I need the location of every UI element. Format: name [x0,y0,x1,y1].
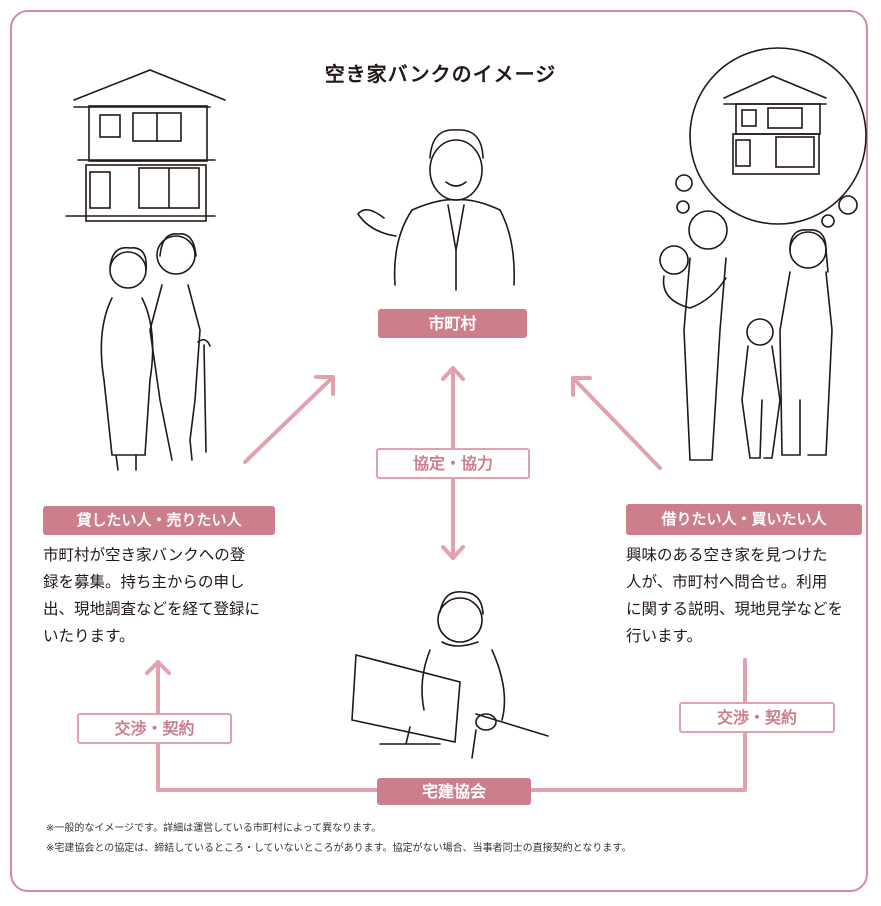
elderly-couple-illustration [100,233,211,471]
owners-description-line: 出、現地調査などを経て登録に [43,600,261,618]
seekers-description-line: 興味のある空き家を見つけた [626,546,828,564]
seekers-label: 借りたい人・買いたい人 [626,504,862,535]
footnote: ※一般的なイメージです。詳細は運営している市町村によって異なります。 [46,823,382,834]
owners-description: 市町村が空き家バンクへの登 録を募集。持ち主からの申し 出、現地調査などを経て登… [43,542,260,650]
realtor-at-computer-illustration [351,591,549,759]
owners-description-line: いたります。 [43,627,135,645]
house-illustration [65,69,226,222]
seekers-description-line: 行います。 [626,627,702,645]
negotiation-right-label: 交渉・契約 [679,702,835,733]
arrow-negotiation-path [145,658,747,792]
diagram-frame [10,10,868,892]
seekers-description: 興味のある空き家を見つけた 人が、市町村へ問合せ。利用 に関する説明、現地見学な… [626,542,843,650]
owners-description-line: 録を募集。持ち主からの申し [43,573,245,591]
official-illustration [357,129,516,291]
agreement-label: 協定・協力 [376,448,530,479]
arrow-seekers-to-municipality [571,376,662,470]
municipality-node: 市町村 [378,309,527,338]
footnotes: ※一般的なイメージです。詳細は運営している市町村によって異なります。 ※宅建協会… [46,819,631,859]
family-illustration [659,210,833,461]
arrow-owners-to-municipality [243,375,335,464]
seekers-description-line: に関する説明、現地見学などを [626,600,844,618]
thought-bubble-house-illustration [675,47,867,228]
seekers-description-line: 人が、市町村へ問合せ。利用 [626,573,828,591]
negotiation-left-label: 交渉・契約 [77,713,232,744]
realtor-node: 宅建協会 [377,778,531,805]
owners-description-line: 市町村が空き家バンクへの登 [43,546,246,564]
diagram-title: 空き家バンクのイメージ [324,62,557,86]
footnote: ※宅建協会との協定は、締結しているところ・していないところがあります。協定がない… [46,843,632,854]
owners-label: 貸したい人・売りたい人 [43,506,275,535]
